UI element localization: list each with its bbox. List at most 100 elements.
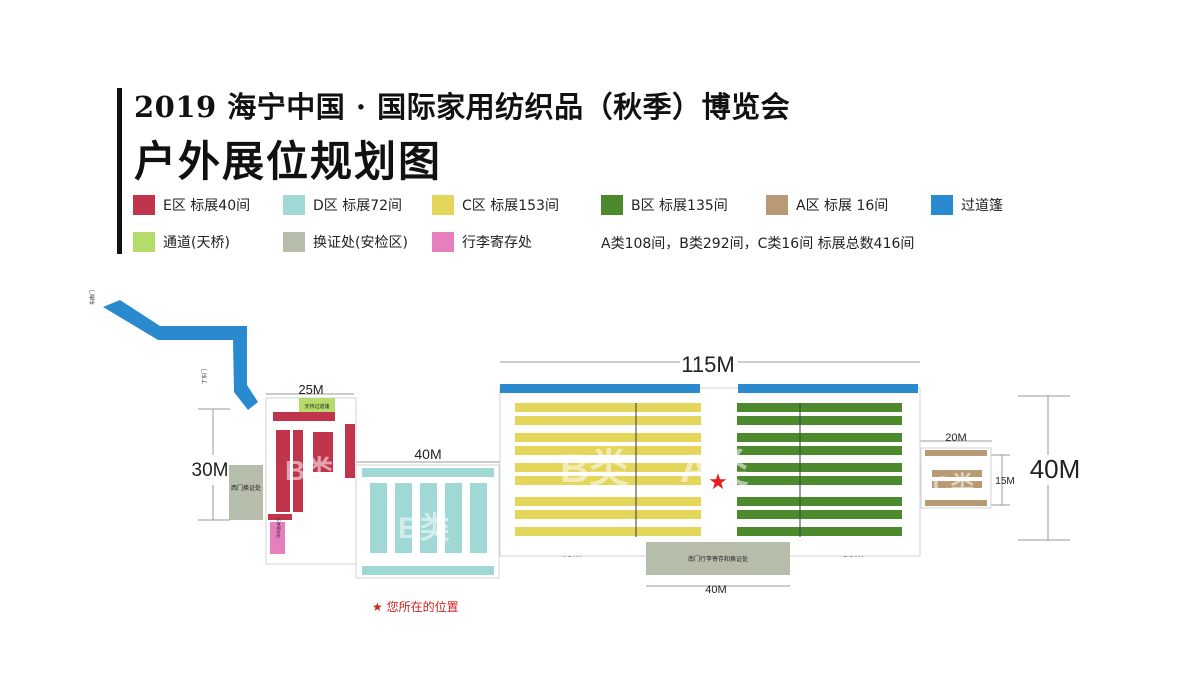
c-booth-row — [515, 403, 701, 412]
e-zone-booths — [268, 412, 355, 520]
hall-dividers — [635, 403, 801, 537]
a-booth-block — [932, 481, 982, 488]
page-title: 2019 海宁中国 · 国际家用纺织品（秋季）博览会 — [134, 90, 791, 124]
c-zone-swatch — [432, 195, 454, 215]
d-booth-block — [470, 483, 487, 553]
c-booth-row — [515, 497, 701, 506]
e-zone-category: B类 — [285, 455, 333, 486]
e-zone-swatch — [133, 195, 155, 215]
b-booth-row — [737, 416, 902, 425]
d-booth-block — [395, 483, 412, 553]
b-booth-row — [737, 510, 902, 519]
legend-luggage: 行李寄存处 — [432, 232, 532, 252]
a-zone-category: C类 — [933, 472, 975, 499]
legend-label: 过道篷 — [961, 198, 1003, 214]
west-gate-badge-office-label: 西门换证处 — [231, 484, 261, 492]
legend-label: D区 标展72间 — [313, 198, 403, 214]
legend-c-zone: C区 标展153间 — [432, 195, 559, 215]
a-zone-swatch — [766, 195, 788, 215]
b-zone-booths — [737, 403, 902, 536]
e-booth-block — [268, 514, 292, 520]
legend-label: E区 标展40间 — [163, 198, 251, 214]
dimension-label: 115M — [681, 352, 734, 377]
c-zone-area-category: B类 — [560, 447, 629, 491]
luggage-swatch — [432, 232, 454, 252]
a-booth-block — [925, 500, 987, 506]
dimension-label: 40M — [414, 446, 441, 462]
b-booth-row — [737, 463, 902, 472]
legend-a-zone: A区 标展 16间 — [766, 195, 888, 215]
b-booth-row — [737, 476, 902, 485]
you-are-here-star-icon: ★ — [708, 470, 728, 495]
d-booth-block — [445, 483, 462, 553]
b-booth-row — [737, 433, 902, 442]
a-booth-block — [932, 470, 982, 477]
e-booth-block — [273, 412, 335, 421]
d-booth-block — [370, 483, 387, 553]
badge-office-swatch — [283, 232, 305, 252]
e-booth-block — [293, 430, 303, 512]
west-gate-badge-office — [229, 465, 263, 520]
c-booth-row — [515, 510, 701, 519]
e-booth-block — [345, 424, 355, 478]
c-booth-row — [515, 463, 701, 472]
legend-label: 行李寄存处 — [462, 235, 532, 251]
legend-walkway-canopy: 过道篷 — [931, 195, 1003, 215]
b-zone-area-category: A类 — [680, 447, 749, 491]
walkway-canopy-right — [738, 384, 918, 393]
legend-d-zone: D区 标展72间 — [283, 195, 402, 215]
legend-bridge: 通道(天桥) — [133, 232, 230, 252]
a-booth-block — [925, 450, 987, 456]
page-subtitle: 户外展位规划图 — [134, 137, 443, 186]
d-zone-booths — [362, 468, 494, 575]
bridge-swatch — [133, 232, 155, 252]
e-booth-block — [313, 432, 333, 472]
b-booth-row — [737, 497, 902, 506]
b-zone-swatch — [601, 195, 623, 215]
you-are-here-legend: ★ 您所在的位置 — [372, 599, 459, 614]
a-zone-area — [920, 447, 992, 509]
c-booth-row — [515, 527, 701, 536]
b-booth-row — [737, 446, 902, 455]
legend-badge-office: 换证处(安检区) — [283, 232, 408, 252]
b-booth-row — [737, 403, 902, 412]
d-booth-block — [362, 468, 494, 477]
d-booth-block — [420, 483, 437, 553]
gate-label: 东南门 — [89, 290, 96, 305]
c-booth-row — [515, 433, 701, 442]
bridge-label: 天桥过道篷 — [304, 403, 329, 410]
title-accent-bar — [117, 88, 122, 254]
c-zone-booths — [515, 403, 701, 536]
legend-label: A区 标展 16间 — [796, 198, 889, 214]
dimension-label: 20M — [945, 432, 966, 444]
c-booth-row — [515, 416, 701, 425]
d-zone-swatch — [283, 195, 305, 215]
b-booth-row — [737, 527, 902, 536]
legend-label: 通道(天桥) — [163, 235, 230, 251]
dimension-label: 30M — [192, 460, 229, 481]
d-zone-category: B类 — [398, 512, 450, 545]
walkway-canopy-left — [500, 384, 700, 393]
legend-e-zone: E区 标展40间 — [133, 195, 250, 215]
bridge — [299, 398, 335, 412]
dimension-label: 40M — [1030, 454, 1081, 484]
luggage-storage-label: 行李寄存处 — [276, 518, 282, 538]
legend-b-zone: B区 标展135间 — [601, 195, 728, 215]
legend-label: 换证处(安检区) — [313, 235, 408, 251]
walkway-canopy-swatch — [931, 195, 953, 215]
south-gate-office — [646, 542, 790, 575]
dimension-label: 25M — [298, 382, 323, 397]
dimension-label: 15M — [995, 476, 1014, 487]
gate-label: 丁东门 — [201, 369, 208, 384]
south-gate-office-label: 南门行李寄存和换证处 — [688, 555, 748, 563]
a-zone-booths — [925, 450, 987, 506]
c-booth-row — [515, 476, 701, 485]
e-booth-block — [276, 430, 290, 512]
legend-label: C区 标展153间 — [462, 198, 559, 214]
luggage-storage — [270, 522, 285, 554]
d-booth-block — [362, 566, 494, 575]
legend-label: B区 标展135间 — [631, 198, 728, 214]
booth-summary: A类108间，B类292间，C类16间 标展总数416间 — [601, 236, 915, 252]
entrance-walkway-canopy — [103, 300, 258, 410]
